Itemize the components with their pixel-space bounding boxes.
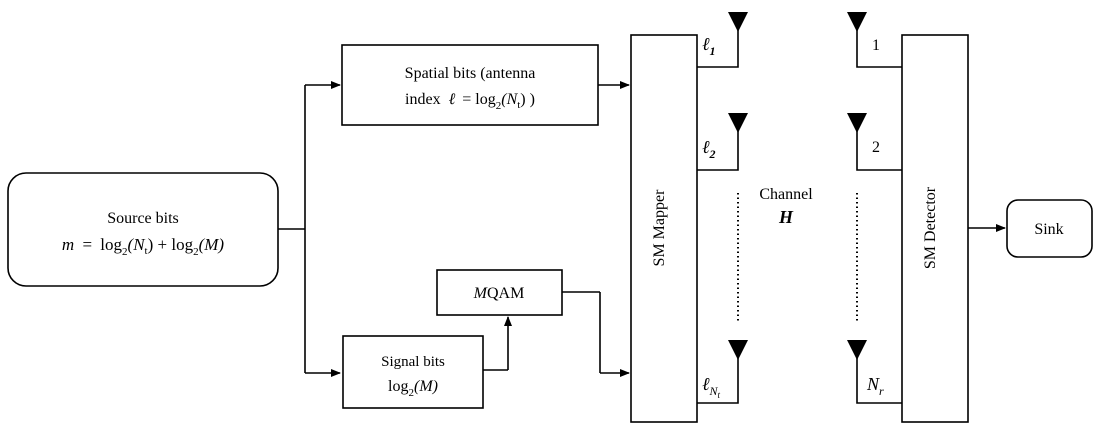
rx-antenna-2: 2	[847, 113, 902, 171]
channel-matrix-label: H	[778, 207, 794, 227]
rx-antenna-nr-label: Nr	[866, 374, 884, 398]
mqam-label: MQAM	[473, 285, 525, 302]
rx-antenna-nr: Nr	[847, 340, 902, 404]
rx-antenna-1-label: 1	[872, 37, 880, 54]
source-bits-formula: m = log2(Nt) + log2(M)	[62, 235, 224, 258]
source-split-connector	[278, 81, 341, 377]
spatial-bits-box	[341, 44, 599, 126]
sm-mapper-label: SM Mapper	[651, 189, 668, 267]
source-bits-title: Source bits	[107, 210, 179, 227]
signal-bits-line2: log2(M)	[388, 378, 438, 399]
sm-detector-label: SM Detector	[922, 186, 939, 269]
sm-mapper-box	[630, 34, 698, 423]
source-bits-box	[7, 172, 279, 287]
signal-bits-line1: Signal bits	[381, 354, 445, 370]
rx-antenna-2-label: 2	[872, 139, 880, 156]
sink-label: Sink	[1034, 221, 1063, 238]
tx-antenna-nt: ℓNt	[697, 340, 748, 404]
rx-antenna-1: 1	[847, 12, 902, 68]
tx-antenna-nt-label: ℓNt	[702, 374, 721, 400]
tx-antenna-2: ℓ2	[697, 113, 748, 171]
spatial-bits-line2: index ℓ = log2(Nt) )	[405, 91, 535, 112]
tx-antenna-1-label: ℓ1	[702, 34, 716, 58]
signal-bits-box	[342, 335, 484, 409]
signal-path-connectors	[483, 291, 630, 377]
tx-antenna-2-label: ℓ2	[702, 137, 716, 161]
channel-label: Channel	[759, 186, 813, 203]
sink-box	[1006, 199, 1093, 258]
tx-antenna-1: ℓ1	[697, 12, 748, 68]
spatial-bits-line1: Spatial bits (antenna	[405, 65, 536, 82]
